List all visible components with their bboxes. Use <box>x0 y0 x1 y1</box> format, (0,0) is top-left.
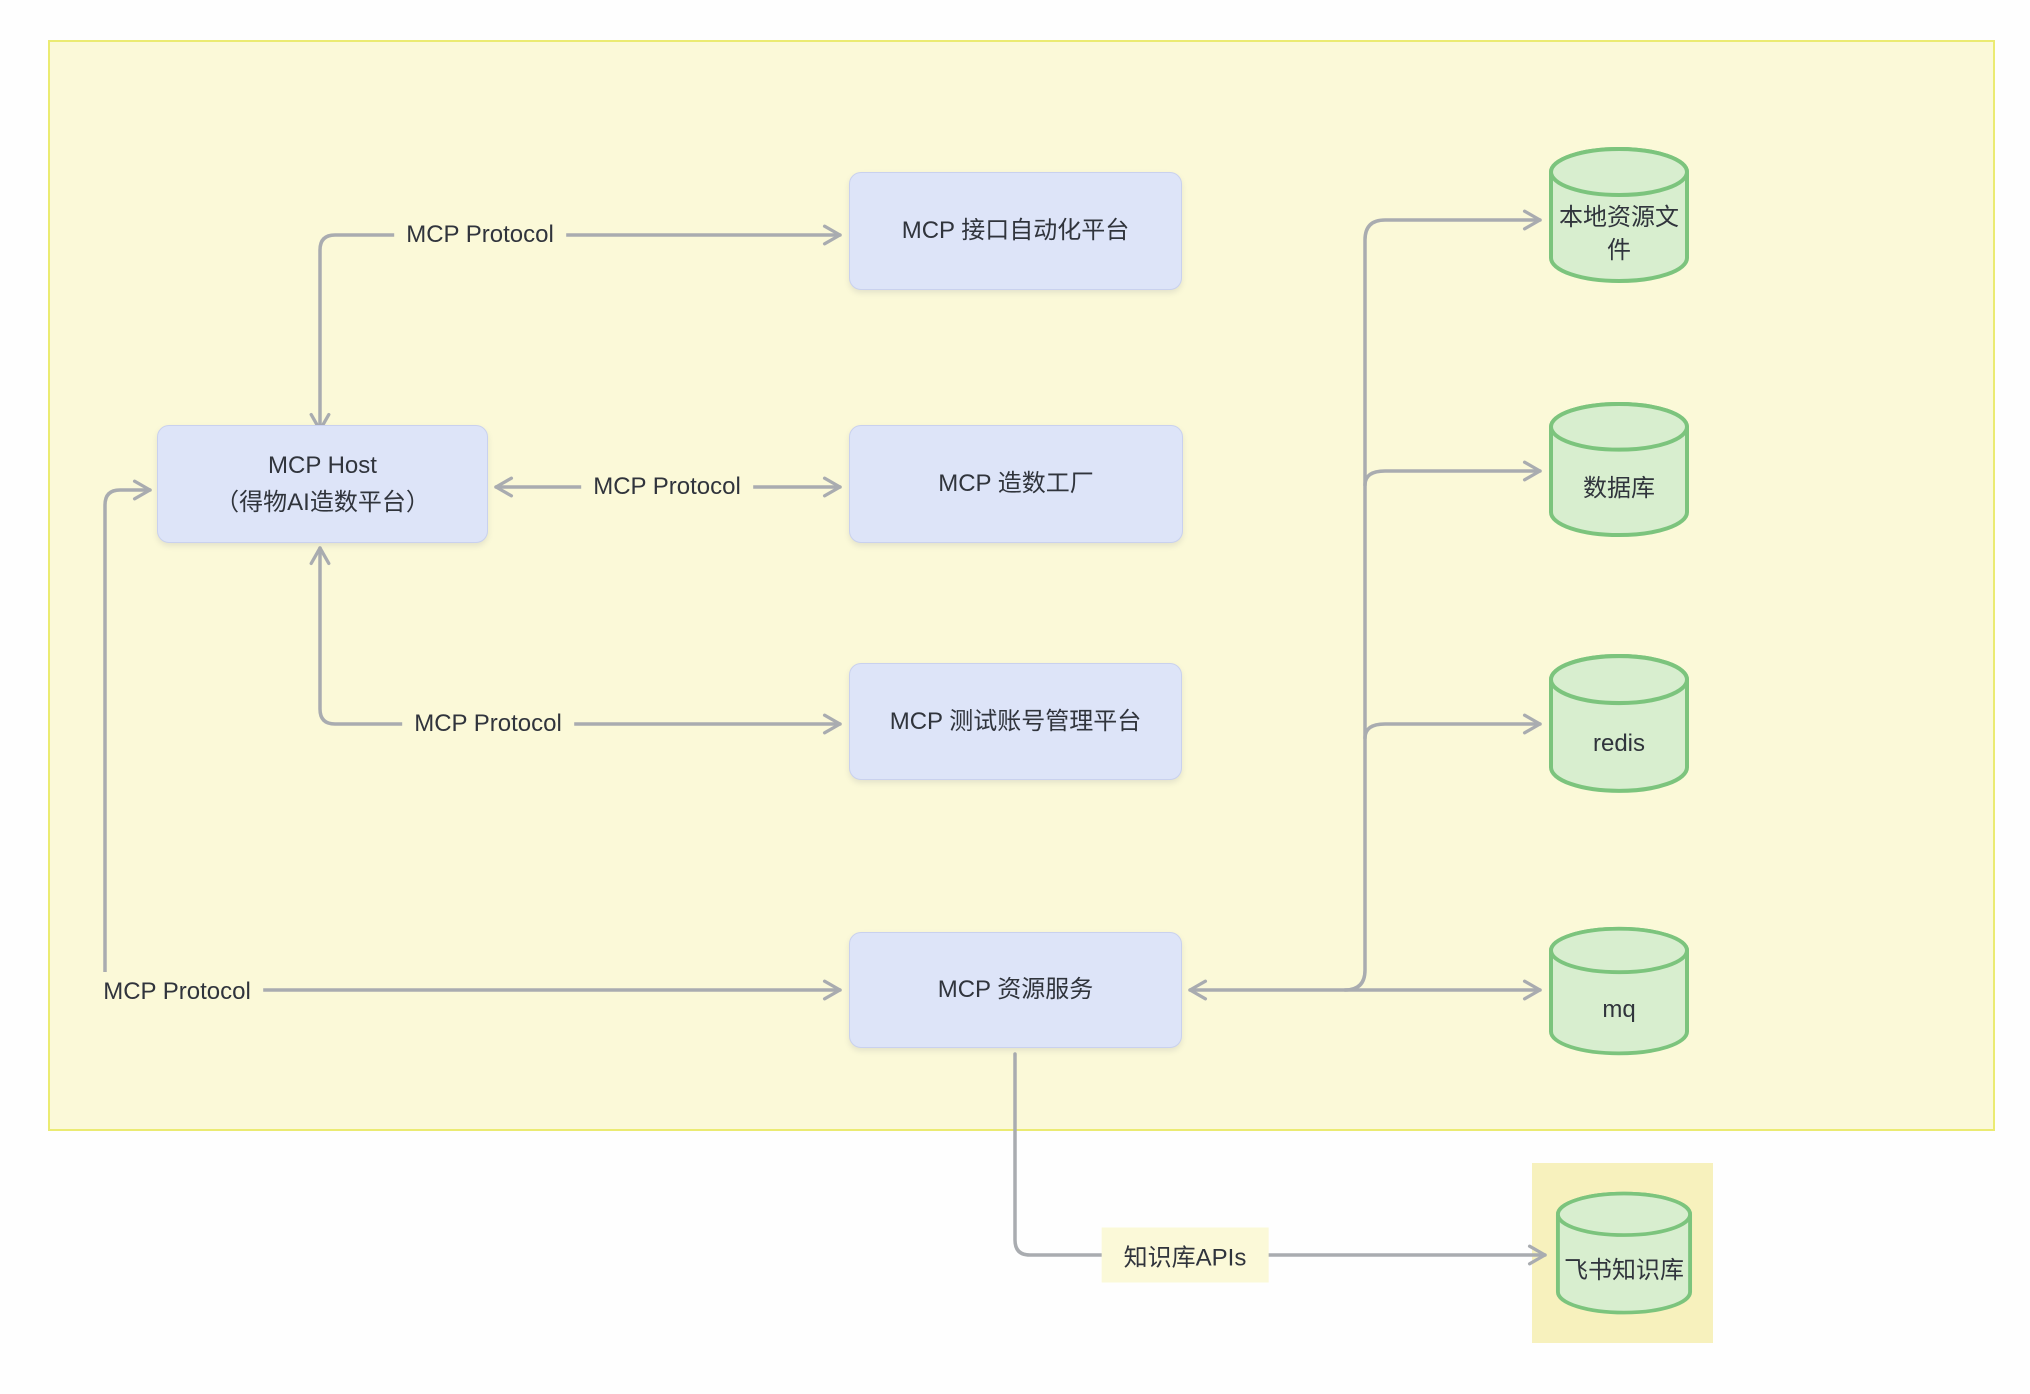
datastore-database: 数据库 <box>1548 400 1690 541</box>
node-label: MCP 接口自动化平台 <box>901 217 1130 245</box>
datastore-label: redis <box>1592 729 1646 757</box>
edge-label-mcp-protocol-middle: MCP Protocol <box>581 467 753 507</box>
node-label-line1: MCP Host <box>268 451 377 479</box>
datastore-label: 飞书知识库 <box>1564 1256 1684 1284</box>
node-test-account-platform: MCP 测试账号管理平台 <box>849 663 1182 780</box>
node-label-line2: （得物AI造数平台） <box>215 489 430 516</box>
database-cylinder-icon <box>1549 401 1689 538</box>
datastore-redis: redis <box>1548 652 1690 797</box>
edge-label-mcp-protocol-top: MCP Protocol <box>394 215 566 255</box>
database-cylinder-icon <box>1549 147 1689 283</box>
node-resource-service: MCP 资源服务 <box>849 932 1182 1048</box>
datastore-mq: mq <box>1548 925 1690 1059</box>
node-label: MCP 测试账号管理平台 <box>889 707 1142 735</box>
datastore-label: 本地资源文件 <box>1559 203 1679 265</box>
database-cylinder-icon <box>1549 654 1689 793</box>
datastore-label: mq <box>1602 995 1636 1023</box>
datastore-label: 数据库 <box>1583 475 1655 503</box>
datastore-feishu-knowledge-base: 飞书知识库 <box>1555 1190 1693 1318</box>
datastore-local-resource-files: 本地资源文件 <box>1548 145 1690 287</box>
database-cylinder-icon <box>1549 926 1689 1056</box>
edge-label-mcp-protocol-left: MCP Protocol <box>91 972 263 1012</box>
node-mcp-host: MCP Host （得物AI造数平台） <box>157 425 488 543</box>
node-label: MCP 造数工厂 <box>938 470 1094 498</box>
node-api-automation-platform: MCP 接口自动化平台 <box>849 172 1182 290</box>
node-data-factory: MCP 造数工厂 <box>849 425 1183 543</box>
database-cylinder-icon <box>1555 1191 1693 1315</box>
edge-label-knowledge-base-apis: 知识库APIs <box>1101 1227 1269 1283</box>
edge-label-mcp-protocol-bottom: MCP Protocol <box>402 704 574 744</box>
node-label: MCP 资源服务 <box>937 976 1094 1004</box>
